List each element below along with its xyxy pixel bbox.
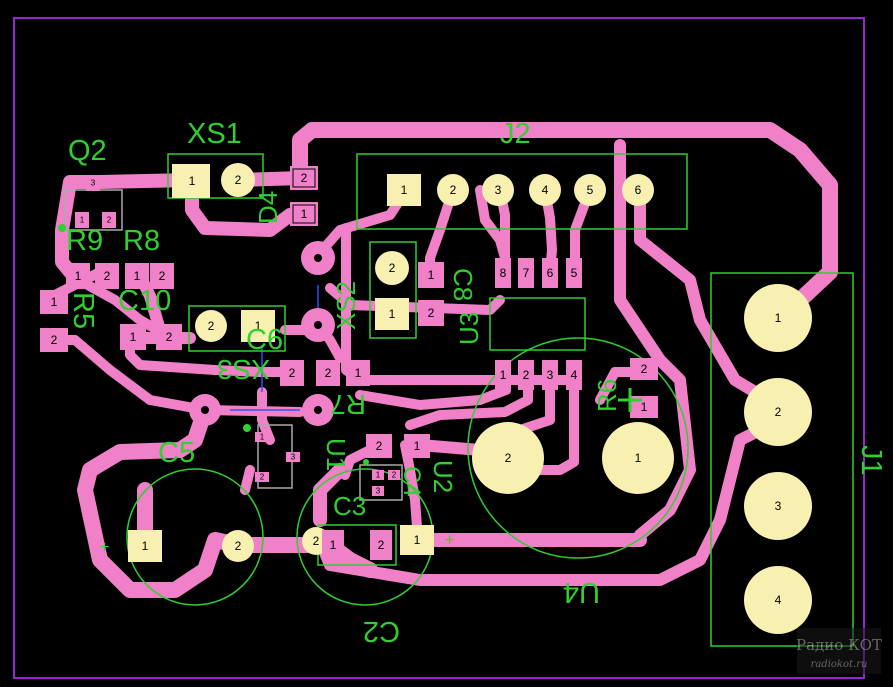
j2-pin1-pad — [387, 174, 421, 206]
label-c5: C5 — [158, 437, 195, 469]
silkscreen-labels: Q2 XS1 J2 D4 R9 R8 R5 C10 C6 XS2 XS3 C8 … — [58, 118, 887, 647]
polarity-c3: + — [445, 532, 454, 549]
svg-text:1: 1 — [414, 439, 421, 453]
label-r6: R6 — [592, 379, 622, 412]
label-r5: R5 — [67, 292, 99, 329]
label-c6: C6 — [246, 324, 283, 356]
svg-text:Радио КОТ: Радио КОТ — [796, 636, 882, 654]
label-c4: C4 — [398, 466, 425, 497]
svg-text:radiokot.ru: radiokot.ru — [811, 659, 868, 670]
label-xs1: XS1 — [187, 118, 242, 150]
svg-text:2: 2 — [376, 439, 383, 453]
label-u4: U4 — [563, 576, 600, 608]
board-outline — [13, 17, 865, 679]
label-j1: J1 — [855, 445, 887, 476]
svg-text:2: 2 — [389, 261, 396, 275]
svg-text:2: 2 — [235, 539, 242, 553]
label-c8: C8 — [448, 268, 478, 301]
label-u1: U1 — [321, 438, 351, 471]
label-d4: D4 — [253, 191, 283, 224]
component-outlines — [64, 153, 854, 647]
svg-text:1: 1 — [330, 538, 337, 552]
svg-text:1: 1 — [51, 295, 58, 309]
svg-text:1: 1 — [355, 366, 362, 380]
svg-text:2: 2 — [235, 173, 242, 187]
svg-text:2: 2 — [378, 538, 385, 552]
svg-text:5: 5 — [587, 183, 594, 197]
svg-text:2: 2 — [260, 473, 265, 482]
watermark-logo: Радио КОТ radiokot.ru — [796, 628, 882, 674]
svg-text:7: 7 — [523, 266, 530, 280]
label-c10: C10 — [118, 285, 171, 317]
svg-text:2: 2 — [107, 216, 112, 225]
svg-text:6: 6 — [635, 183, 642, 197]
polarity-c5: + — [100, 539, 109, 556]
svg-text:1: 1 — [130, 330, 137, 344]
svg-text:3: 3 — [376, 487, 381, 496]
xs1-pin1-pad — [172, 164, 210, 198]
label-r9: R9 — [66, 225, 103, 257]
svg-text:2: 2 — [641, 362, 648, 376]
svg-text:2: 2 — [51, 333, 58, 347]
svg-text:1: 1 — [775, 311, 782, 325]
label-xs3: XS3 — [217, 354, 270, 385]
svg-text:1: 1 — [376, 471, 381, 480]
svg-text:1: 1 — [142, 539, 149, 553]
svg-text:1: 1 — [389, 307, 396, 321]
svg-text:3: 3 — [775, 499, 782, 513]
svg-text:2: 2 — [775, 405, 782, 419]
svg-text:2: 2 — [523, 368, 530, 382]
label-xs2: XS2 — [331, 281, 361, 330]
svg-text:1: 1 — [255, 319, 262, 333]
svg-text:1: 1 — [75, 269, 82, 283]
label-q2: Q2 — [68, 135, 107, 167]
svg-text:2: 2 — [450, 183, 457, 197]
svg-text:2: 2 — [325, 366, 332, 380]
svg-text:2: 2 — [289, 366, 296, 380]
svg-text:2: 2 — [313, 534, 320, 548]
label-c3: C3 — [333, 491, 366, 521]
svg-text:6: 6 — [547, 266, 554, 280]
label-c2: C2 — [363, 615, 400, 647]
svg-text:1: 1 — [635, 451, 642, 465]
svg-text:2: 2 — [104, 269, 111, 283]
svg-text:5: 5 — [571, 266, 578, 280]
label-u3: U3 — [454, 312, 484, 345]
svg-text:1: 1 — [500, 368, 507, 382]
label-u2: U2 — [428, 460, 458, 493]
pads: 1 2 2 1 1 2 3 4 5 6 3 1 2 1 2 1 2 1 2 1 … — [40, 163, 812, 634]
svg-text:2: 2 — [301, 171, 308, 185]
svg-text:4: 4 — [571, 368, 578, 382]
svg-text:1: 1 — [641, 400, 648, 414]
svg-text:4: 4 — [775, 593, 782, 607]
svg-text:2: 2 — [428, 306, 435, 320]
jumper-wires — [230, 285, 319, 411]
xs1-pin2-pad — [221, 163, 255, 197]
svg-text:1: 1 — [301, 207, 308, 221]
svg-text:1: 1 — [428, 268, 435, 282]
svg-text:1: 1 — [260, 433, 265, 442]
svg-text:2: 2 — [159, 269, 166, 283]
svg-text:3: 3 — [495, 183, 502, 197]
svg-text:1: 1 — [189, 174, 196, 188]
label-r8: R8 — [123, 225, 160, 257]
svg-text:1: 1 — [80, 216, 85, 225]
svg-text:4: 4 — [542, 183, 549, 197]
svg-text:2: 2 — [208, 319, 215, 333]
svg-text:3: 3 — [547, 368, 554, 382]
svg-text:1: 1 — [401, 183, 408, 197]
j1-pin1-pad — [744, 284, 812, 352]
svg-text:3: 3 — [91, 179, 96, 188]
svg-text:2: 2 — [392, 471, 397, 480]
svg-text:1: 1 — [134, 269, 141, 283]
svg-text:2: 2 — [505, 451, 512, 465]
svg-text:8: 8 — [500, 266, 507, 280]
label-j2: J2 — [500, 118, 531, 150]
svg-text:1: 1 — [414, 533, 421, 547]
svg-text:3: 3 — [291, 453, 296, 462]
label-r7: R7 — [330, 389, 366, 420]
svg-text:2: 2 — [166, 330, 173, 344]
